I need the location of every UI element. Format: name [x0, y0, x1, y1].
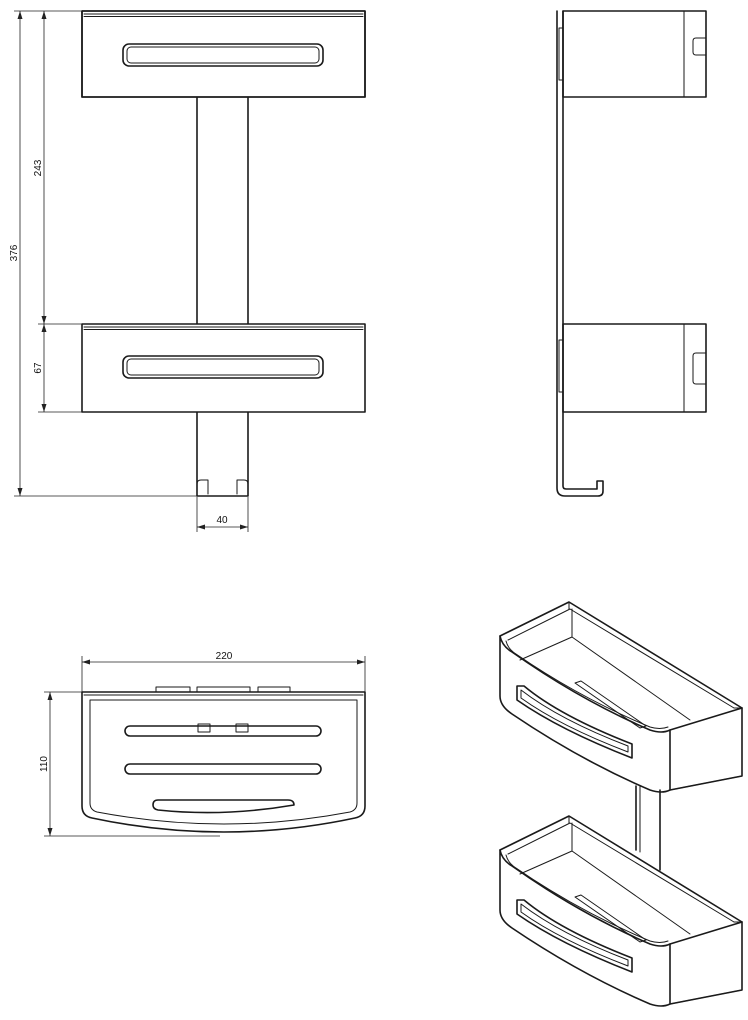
side-view	[556, 10, 707, 497]
top-slot-2	[124, 763, 322, 775]
isometric-view	[499, 601, 743, 1007]
dim-label-110: 110	[39, 756, 50, 772]
side-backplate	[556, 10, 604, 497]
dim-label-40: 40	[216, 515, 228, 526]
front-vertical-bar	[196, 95, 249, 497]
top-slot-1	[124, 725, 322, 737]
dim-label-376: 376	[9, 244, 20, 261]
top-basket-outer	[81, 691, 366, 833]
dim-label-243: 243	[33, 159, 44, 176]
iso-lower-basket	[499, 815, 743, 1007]
side-lower-basket	[558, 323, 707, 413]
dim-bar-width: 40	[196, 497, 249, 532]
front-foot-hook	[196, 479, 249, 497]
dim-shelf-spacing: 243	[33, 11, 82, 325]
dim-label-67: 67	[33, 362, 44, 374]
top-view: 220 110	[39, 651, 366, 837]
side-top-basket	[558, 10, 707, 98]
front-lower-basket	[81, 323, 366, 413]
dim-basket-width: 220	[81, 651, 366, 692]
dim-basket-depth: 110	[39, 691, 220, 837]
dim-total-height: 376	[9, 10, 197, 497]
front-view: 376 243 67 40	[9, 10, 366, 532]
dim-label-220: 220	[216, 651, 233, 662]
top-slot-3	[152, 799, 295, 814]
dim-basket-height: 67	[33, 324, 82, 413]
iso-top-basket	[499, 601, 743, 793]
top-wall-clips	[155, 686, 291, 693]
front-top-basket	[81, 10, 366, 98]
top-basket-inner	[89, 699, 358, 825]
iso-vertical-bar	[635, 785, 661, 871]
